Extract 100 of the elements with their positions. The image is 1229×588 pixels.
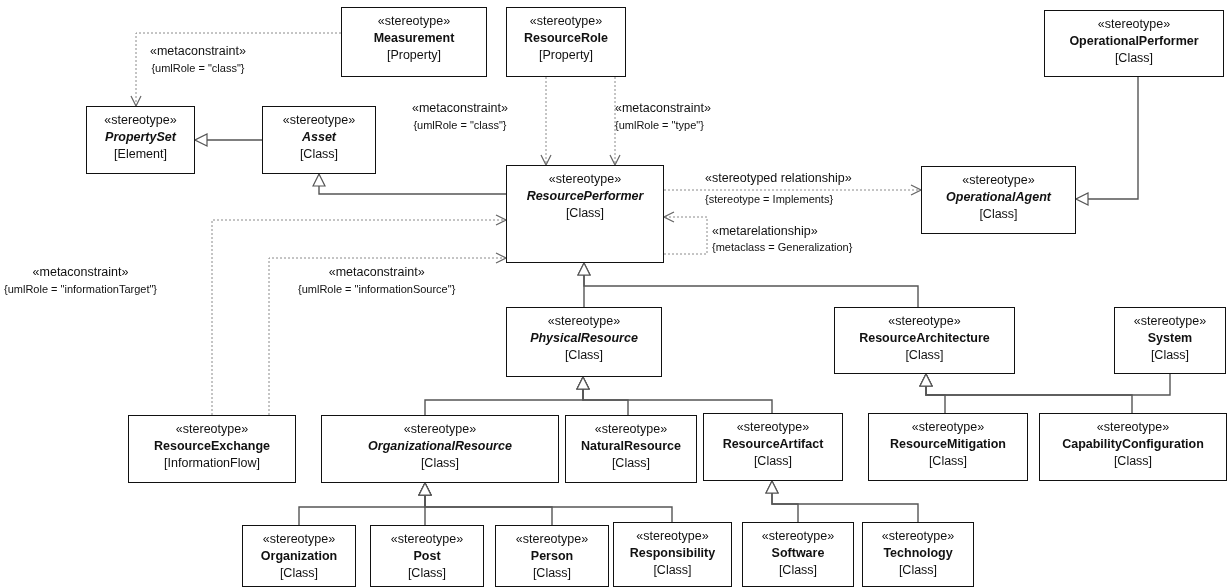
class-name: OperationalAgent <box>946 189 1051 206</box>
class-name: Responsibility <box>629 545 716 562</box>
stereotype-label: «stereotype» <box>403 421 477 438</box>
metaclass-label: [Class] <box>898 562 938 579</box>
class-box <box>862 522 974 587</box>
class-box <box>321 415 559 483</box>
metaclass-label: [Class] <box>979 206 1018 223</box>
stereotype-label: «stereotype» <box>962 172 1035 189</box>
metaclass-label: [Class] <box>299 146 339 163</box>
metaclass-label: [Class] <box>653 562 692 579</box>
stereotype-label: «stereotype» <box>377 13 451 30</box>
metaclass-label: [Class] <box>905 347 944 364</box>
class-box <box>742 522 854 587</box>
dependency-arrow <box>211 214 507 416</box>
class-box <box>921 166 1076 234</box>
metaclass-label: [Class] <box>1150 347 1190 364</box>
stereotype-label: «stereotype» <box>175 421 249 438</box>
class-name: Post <box>413 548 441 565</box>
generalization-arrow <box>418 482 673 523</box>
dependency-arrow <box>540 76 552 166</box>
class-box <box>868 413 1028 481</box>
metaclass-label: [Class] <box>1114 50 1154 67</box>
metaclass-label: [Class] <box>565 205 605 222</box>
class-box <box>1114 307 1226 374</box>
stereotype-label: «stereotype» <box>1133 313 1207 330</box>
generalization-arrow <box>1075 76 1139 206</box>
stereotype-label: «stereotype» <box>636 528 709 545</box>
edge-label: «metaconstraint» {umlRole = "class"} <box>412 101 508 133</box>
class-box <box>341 7 487 77</box>
class-name: NaturalResource <box>580 438 681 455</box>
edge-label: «metaconstraint» {umlRole = "class"} <box>150 44 246 76</box>
edge-label: «stereotyped relationship» {stereotype = Implements} <box>705 171 852 207</box>
class-box <box>1039 413 1227 481</box>
stereotype-label: «stereotype» <box>761 528 835 545</box>
stereotype-label: «stereotype» <box>548 171 622 188</box>
stereotype-label: «stereotype» <box>547 313 621 330</box>
metaclass-label: [Class] <box>1113 453 1153 470</box>
stereotype-label: «stereotype» <box>529 13 603 30</box>
generalization-arrow <box>577 262 919 308</box>
class-box <box>565 415 697 483</box>
class-name: ResourceExchange <box>154 438 270 455</box>
class-box <box>370 525 484 587</box>
metaclass-label: [Class] <box>420 455 460 472</box>
stereotype-label: «stereotype» <box>262 531 336 548</box>
class-name: ResourceArchitecture <box>859 330 990 347</box>
class-name: ResourceRole <box>523 30 609 47</box>
class-name: Technology <box>883 545 953 562</box>
class-name: ResourcePerformer <box>526 188 644 205</box>
stereotype-label: «stereotype» <box>1096 419 1170 436</box>
stereotype-label: «stereotype» <box>736 419 810 436</box>
dependency-arrow <box>663 211 708 255</box>
edge-label: «metaconstraint» {umlRole = "informationSource"} <box>298 265 456 297</box>
generalization-arrow <box>194 133 263 147</box>
class-box <box>506 7 626 77</box>
class-name: PhysicalResource <box>530 330 638 347</box>
metaclass-label: [Class] <box>564 347 604 364</box>
class-box <box>703 413 843 481</box>
stereotype-label: «stereotype» <box>282 112 356 129</box>
metaclass-label: [Class] <box>407 565 447 582</box>
class-box <box>495 525 609 587</box>
class-name: Person <box>530 548 574 565</box>
metaclass-label: [Property] <box>538 47 594 64</box>
stereotype-label: «stereotype» <box>911 419 985 436</box>
class-box <box>128 415 296 483</box>
class-box <box>613 522 732 587</box>
class-name: ResourceArtifact <box>722 436 824 453</box>
class-name: ResourceMitigation <box>890 436 1006 453</box>
stereotype-label: «stereotype» <box>390 531 464 548</box>
stereotype-label: «stereotype» <box>594 421 668 438</box>
stereotype-label: «stereotype» <box>881 528 955 545</box>
class-name: Software <box>771 545 825 562</box>
metaclass-label: [Class] <box>532 565 572 582</box>
metaclass-label: [Class] <box>611 455 651 472</box>
class-name: Asset <box>301 129 336 146</box>
class-box <box>86 106 195 174</box>
metaclass-label: [Element] <box>114 146 167 163</box>
generalization-arrow <box>312 173 507 195</box>
class-box <box>1044 10 1224 77</box>
stereotype-label: «stereotype» <box>104 112 177 129</box>
class-name: Measurement <box>373 30 455 47</box>
class-box <box>834 307 1015 374</box>
class-box <box>262 106 376 174</box>
class-name: OperationalPerformer <box>1069 33 1199 50</box>
dependency-arrow <box>130 32 342 107</box>
class-name: CapabilityConfiguration <box>1062 436 1204 453</box>
metaclass-label: [InformationFlow] <box>164 455 260 472</box>
class-name: Organization <box>260 548 338 565</box>
class-box <box>506 165 664 263</box>
generalization-arrow <box>765 480 919 523</box>
dependency-arrow <box>663 184 922 196</box>
class-name: OrganizationalResource <box>368 438 512 455</box>
edge-label: «metarelationship» {metaclass = Generalization} <box>712 224 853 255</box>
dependency-arrow <box>609 76 621 166</box>
generalization-arrow <box>576 376 773 414</box>
metaclass-label: [Class] <box>279 565 319 582</box>
dependency-arrow <box>268 252 507 416</box>
metaclass-label: [Class] <box>753 453 793 470</box>
stereotype-label: «stereotype» <box>515 531 589 548</box>
metaclass-label: [Class] <box>928 453 968 470</box>
class-box <box>506 307 662 377</box>
